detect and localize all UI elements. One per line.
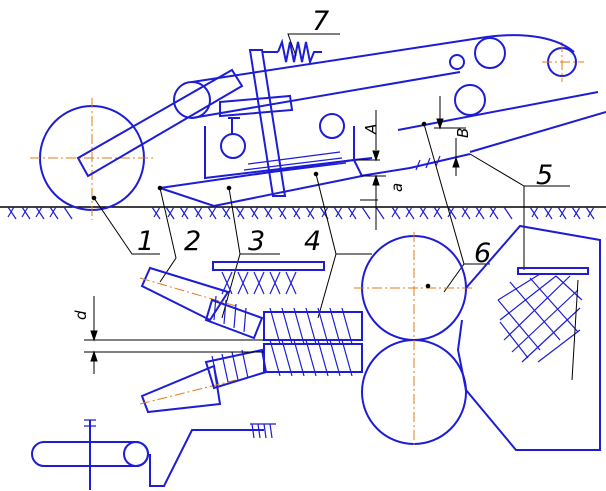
- label-dim-A: A: [362, 124, 380, 135]
- cleaning-rake: [212, 261, 325, 295]
- callout-1: 1: [137, 226, 154, 257]
- conveyor-belt-upper: [173, 34, 584, 159]
- upper-auger-cone: [139, 266, 264, 340]
- callout-7: 7: [312, 6, 329, 37]
- dimension-a: A a: [356, 110, 406, 230]
- label-dim-B: B: [454, 128, 472, 138]
- label-dim-d: d: [72, 310, 90, 320]
- frame-arm: [76, 68, 244, 178]
- lower-auger-cone: [139, 348, 268, 414]
- elevator-conveyor-6: [397, 91, 606, 153]
- dimension-d: d: [72, 296, 264, 374]
- callout-4: 4: [304, 226, 321, 257]
- callout-5: 5: [536, 160, 553, 191]
- label-dim-a: a: [388, 183, 406, 192]
- digger-share-body: [91, 126, 471, 208]
- callout-6: 6: [474, 238, 491, 269]
- support-wheel: [30, 98, 155, 220]
- callout-3: 3: [248, 226, 265, 257]
- dimension-b: B: [434, 96, 472, 176]
- pressing-rollers: [354, 232, 474, 448]
- ground-surface: [0, 206, 606, 220]
- drive-belt: [31, 419, 276, 490]
- lower-auger-screw: [263, 339, 363, 377]
- collector-bin: [456, 224, 601, 451]
- callout-2: 2: [184, 226, 201, 257]
- callout-leaders: [93, 33, 570, 319]
- upper-auger-screw: [263, 307, 363, 345]
- mast-and-spring-7: [219, 38, 322, 197]
